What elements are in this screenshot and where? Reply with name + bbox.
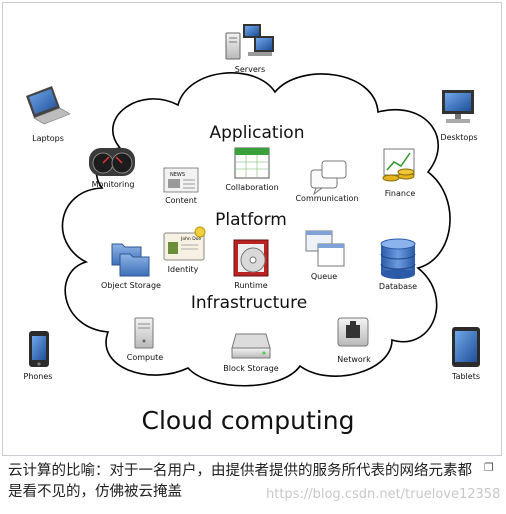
servers-label: Servers (235, 65, 265, 74)
desktop-icon (442, 90, 474, 123)
runtime-icon (233, 239, 269, 277)
id-card-name: John Doe (180, 236, 201, 242)
figure-caption: 云计算的比喻：对于一名用户，由提供者提供的服务所代表的网络元素都是看不见的，仿佛… (8, 463, 472, 500)
object-storage-label: Object Storage (101, 281, 161, 290)
identity-label: Identity (168, 265, 199, 274)
database-icon (380, 238, 416, 279)
folders-icon (111, 243, 150, 277)
block-storage-label: Block Storage (223, 364, 279, 373)
content-label: Content (165, 196, 197, 205)
newspaper-icon: NEWS (163, 167, 199, 193)
application-heading: Application (210, 123, 305, 143)
phone-icon (29, 331, 49, 367)
queue-label: Queue (311, 272, 337, 281)
servers-icon (225, 24, 274, 60)
watermark: https://blog.csdn.net/truelove12358 (266, 487, 501, 502)
finance-icon (382, 148, 415, 182)
monitoring-icon (89, 148, 135, 176)
database-label: Database (379, 282, 417, 291)
compute-icon (134, 317, 154, 349)
finance-label: Finance (385, 189, 416, 198)
runtime-label: Runtime (234, 281, 267, 290)
communication-label: Communication (295, 194, 358, 203)
monitoring-label: Monitoring (92, 180, 135, 189)
collaboration-icon (234, 147, 270, 179)
id-card-icon: John Doe (163, 226, 206, 261)
platform-heading: Platform (215, 210, 287, 230)
speech-bubbles-icon (310, 160, 347, 196)
hard-drive-icon (231, 333, 271, 359)
enlarge-icon[interactable]: ❐ (484, 461, 494, 474)
diagram-title: Cloud computing (142, 406, 355, 435)
cloud-computing-diagram: Servers Laptops Desktops Phones Tablets … (24, 24, 480, 435)
newspaper-masthead: NEWS (170, 172, 185, 178)
queue-icon (305, 230, 345, 267)
collaboration-label: Collaboration (225, 183, 278, 192)
phones-label: Phones (24, 372, 53, 381)
laptop-icon (26, 86, 71, 125)
tablets-label: Tablets (451, 372, 480, 381)
desktops-label: Desktops (440, 133, 477, 142)
laptops-label: Laptops (32, 134, 64, 143)
tablet-icon (452, 327, 480, 367)
network-jack-icon (337, 317, 369, 347)
cloud-outline (61, 72, 451, 387)
network-label: Network (337, 355, 371, 364)
compute-label: Compute (127, 353, 164, 362)
infrastructure-heading: Infrastructure (191, 293, 307, 313)
